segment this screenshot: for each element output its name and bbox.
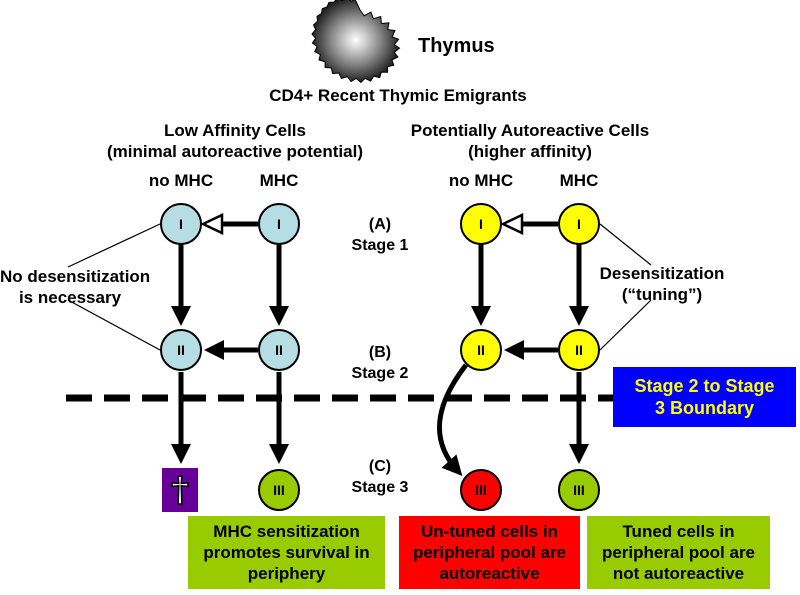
col-label-no-mhc-right: no MHC [448,171,514,190]
cell-label-auto-nomhc-stage2: II [477,342,485,358]
outcome-1-line2: promotes survival in [203,543,370,562]
outcome-2-line3: autoreactive [439,564,540,583]
cell-label-low-mhc-stage3: III [273,482,285,498]
cell-label-auto-nomhc-stage3: III [475,482,487,498]
low-affinity-heading-line2: (minimal autoreactive potential) [107,142,363,161]
cell-low-mhc-stage2 [258,329,300,371]
stage-boundary-box: Stage 2 to Stage 3 Boundary [613,367,796,427]
cell-label-low-nomhc-stage1: I [179,216,183,232]
outcome-1-line3: periphery [247,564,326,583]
cell-auto-mhc-stage2 [558,329,600,371]
outcome-3-line2: peripheral pool are [601,543,756,562]
no-desensitization-note: No desensitization is necessary [0,266,151,308]
cell-label-low-mhc-stage2: II [275,342,283,358]
cell-low-mhc-stage3 [258,469,300,511]
cell-label-auto-mhc-stage3: III [573,482,585,498]
desensitization-line2: (“tuning”) [621,285,703,304]
cell-label-low-mhc-stage1: I [277,216,281,232]
stage-b-letter: (B) [368,344,392,361]
stage-c-name: Stage 3 [351,479,409,496]
outcome-box-mhc-sensitization: MHC sensitization promotes survival in p… [188,516,385,589]
boundary-line2: 3 Boundary [654,398,754,418]
cell-auto-nomhc-stage2 [460,329,502,371]
no-desensitization-line1: No desensitization [0,267,151,286]
autoreactive-heading-line2: (higher affinity) [468,142,592,161]
stage-a-label: (A) Stage 1 [340,214,420,256]
open-arrow-auto-stage1-head [500,213,524,235]
cell-auto-mhc-stage1 [558,203,600,245]
progression-arrows [171,244,589,476]
col-label-no-mhc-left: no MHC [148,171,214,190]
cell-auto-nomhc-stage3 [460,469,502,511]
open-arrow-low-stage1-head [200,213,224,235]
arrow-auto-nomhc-curved-to-stage3 [436,363,468,476]
autoreactive-heading-line1: Potentially Autoreactive Cells [410,121,650,140]
cell-auto-mhc-stage3 [558,469,600,511]
stage-c-letter: (C) [368,458,392,475]
col-label-mhc-right: MHC [559,171,599,190]
autoreactive-heading: Potentially Autoreactive Cells (higher a… [380,120,680,162]
outcome-box-untuned: Un-tuned cells in peripheral pool are au… [399,516,580,589]
stage-a-name: Stage 1 [351,237,409,254]
cell-low-nomhc-stage1 [160,203,202,245]
thymus-icon [311,0,401,84]
open-arrows [200,213,558,235]
cell-label-auto-mhc-stage1: I [577,216,581,232]
outcome-box-tuned: Tuned cells in peripheral pool are not a… [587,516,770,589]
outcome-1-line1: MHC sensitization [213,522,360,541]
callout-desens-to-stage1 [599,223,652,266]
page-title: CD4+ Recent Thymic Emigrants [269,86,527,105]
outcome-2-line2: peripheral pool are [412,543,567,562]
thymus-label: Thymus [418,35,495,57]
no-desensitization-line2: is necessary [18,288,122,307]
callout-no-desens-to-stage2 [67,299,161,351]
cells [160,203,600,511]
cell-auto-nomhc-stage1 [460,203,502,245]
low-affinity-heading-line1: Low Affinity Cells [164,121,306,140]
desensitization-line1: Desensitization [599,264,725,283]
cell-low-nomhc-stage2 [160,329,202,371]
stage-a-letter: (A) [368,216,392,233]
callout-no-desens-to-stage1 [67,223,161,268]
cell-low-mhc-stage1 [258,203,300,245]
dagger-icon: † [171,470,189,510]
outcome-3-line3: not autoreactive [612,564,745,583]
boundary-line1: Stage 2 to Stage [634,376,775,396]
dead-cell-box [162,468,198,512]
low-affinity-heading: Low Affinity Cells (minimal autoreactive… [85,120,385,162]
outcome-3-line1: Tuned cells in [622,522,735,541]
desensitization-note: Desensitization (“tuning”) [592,263,732,305]
cell-label-auto-mhc-stage2: II [575,342,583,358]
stage-b-label: (B) Stage 2 [340,342,420,384]
cell-label-low-nomhc-stage2: II [177,342,185,358]
stage-c-label: (C) Stage 3 [340,456,420,498]
callout-lines [67,223,652,351]
col-label-mhc-left: MHC [259,171,299,190]
callout-desens-to-stage2 [599,299,652,351]
outcome-2-line1: Un-tuned cells in [421,522,558,541]
stage-b-name: Stage 2 [351,365,409,382]
cell-label-auto-nomhc-stage1: I [479,216,483,232]
